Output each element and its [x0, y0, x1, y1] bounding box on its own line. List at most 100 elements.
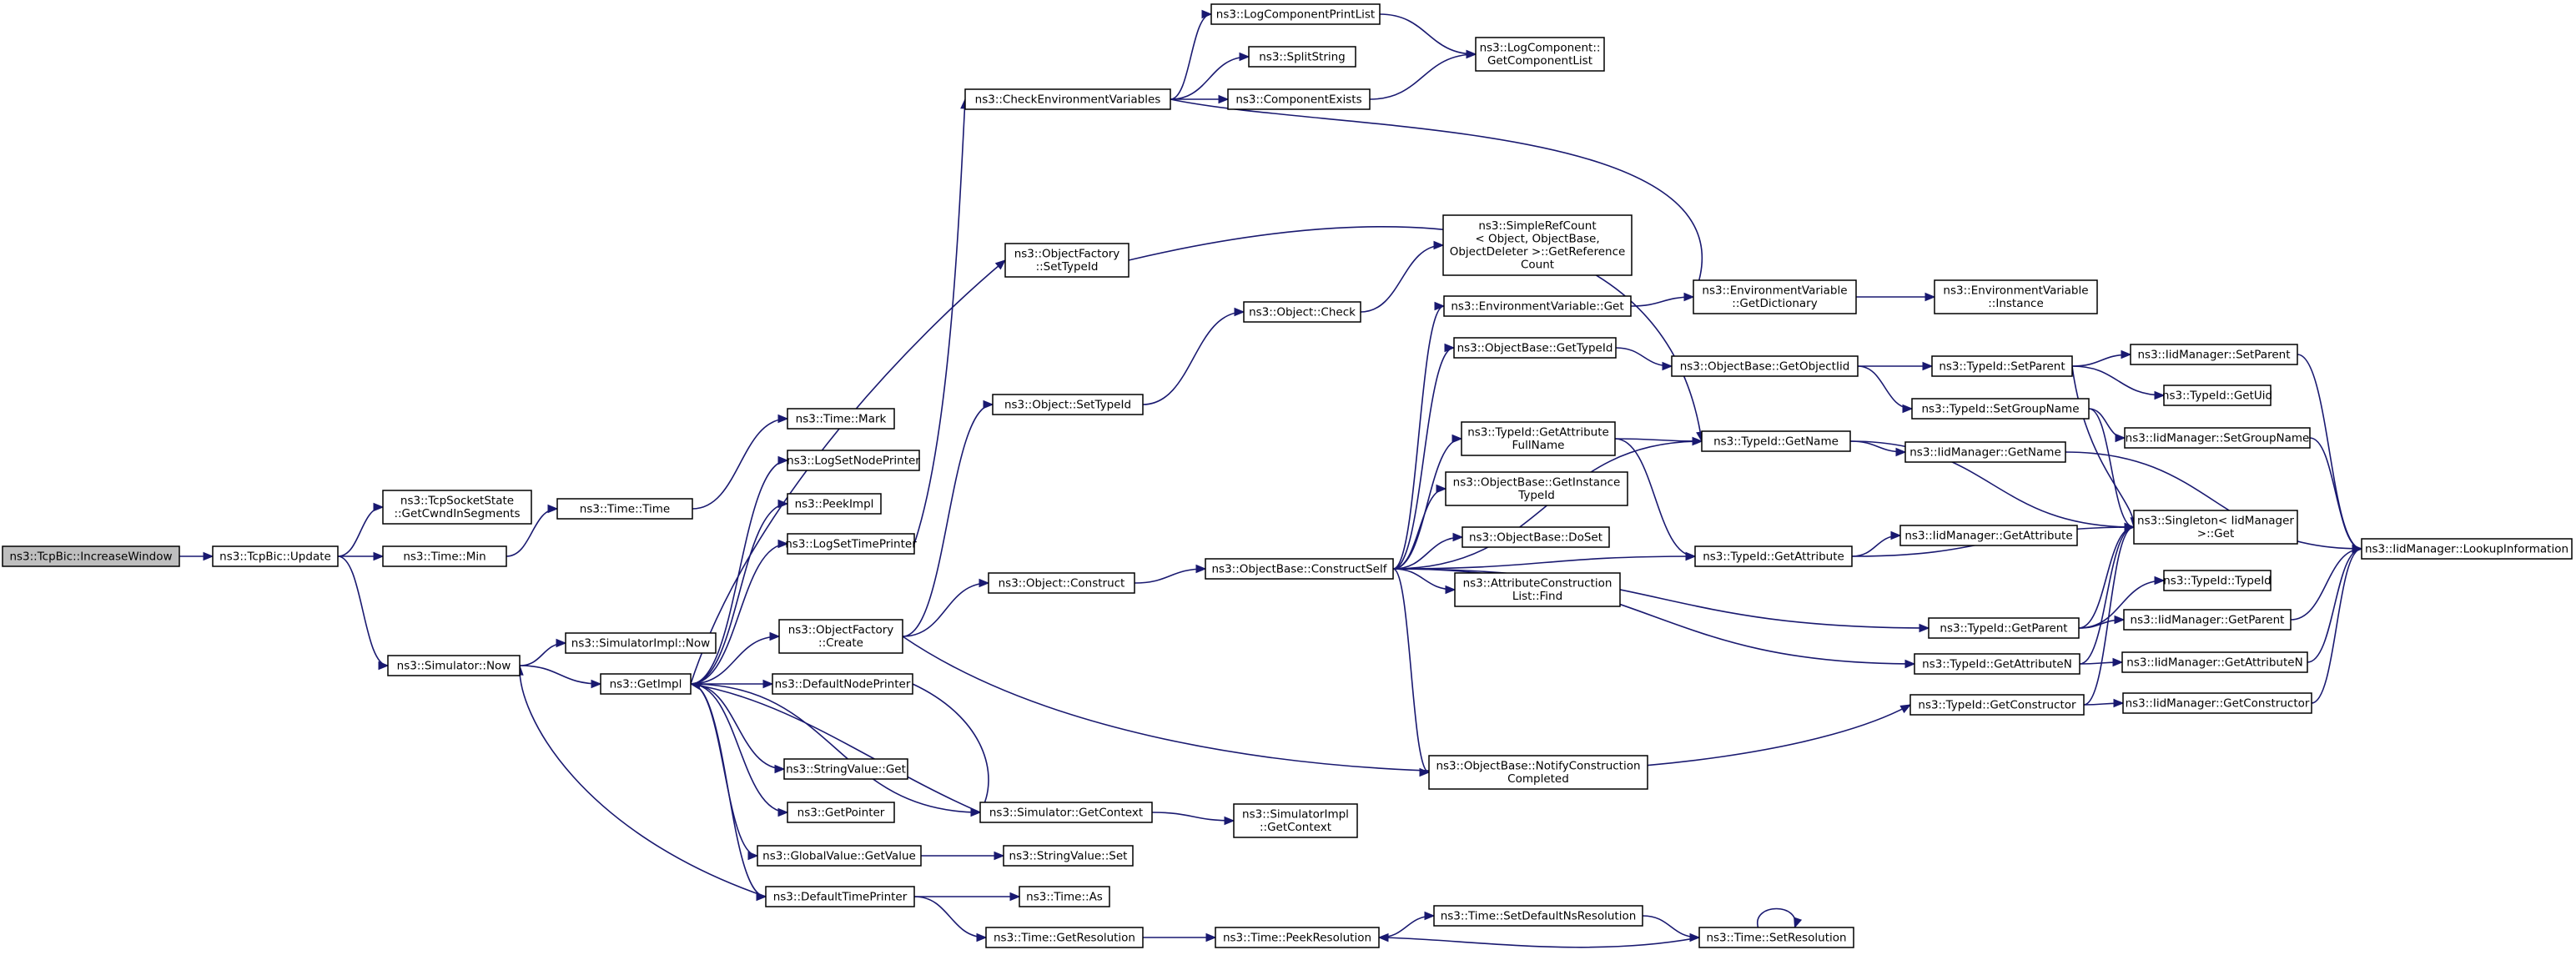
node-box[interactable] — [1248, 46, 1356, 68]
node-box[interactable] — [1215, 927, 1380, 948]
node-box[interactable] — [787, 408, 895, 430]
node-box[interactable] — [2122, 692, 2312, 714]
node-objectfactory-settypeid[interactable]: ns3::ObjectFactory::SetTypeId — [1004, 243, 1130, 278]
node-logsettimeprinter[interactable]: ns3::LogSetTimePrinter — [785, 533, 917, 555]
node-singleton-iidmanager-get[interactable]: ns3::Singleton< IidManager >::Get — [2133, 510, 2298, 545]
node-box[interactable] — [1461, 421, 1616, 456]
node-environmentvariable-get[interactable]: ns3::EnvironmentVariable::Get — [1443, 295, 1632, 317]
node-objectfactory-create[interactable]: ns3::ObjectFactory::Create — [778, 619, 903, 654]
node-simulatorimpl-now[interactable]: ns3::SimulatorImpl::Now — [565, 632, 717, 654]
node-box[interactable] — [787, 493, 882, 515]
node-environmentvariable-instance[interactable]: ns3::EnvironmentVariable::Instance — [1934, 279, 2098, 314]
node-environmentvariable-getdictionary[interactable]: ns3::EnvironmentVariable::GetDictionary — [1693, 279, 1857, 314]
node-box[interactable] — [565, 632, 717, 654]
node-getpointer[interactable]: ns3::GetPointer — [787, 802, 895, 823]
node-box[interactable] — [1442, 214, 1633, 276]
node-box[interactable] — [1210, 3, 1381, 25]
node-time-min[interactable]: ns3::Time::Min — [382, 545, 507, 567]
node-object-check[interactable]: ns3::Object::Check — [1243, 301, 1361, 323]
node-box[interactable] — [1233, 803, 1358, 838]
node-object-construct[interactable]: ns3::Object::Construct — [988, 572, 1135, 594]
node-iidmanager-setparent[interactable]: ns3::IidManager::SetParent — [2130, 344, 2298, 365]
node-box[interactable] — [1909, 694, 2085, 716]
node-box[interactable] — [1454, 572, 1621, 607]
node-simplerefcount-getreferencecount[interactable]: ns3::SimpleRefCount< Object, ObjectBase,… — [1442, 214, 1633, 276]
node-box[interactable] — [1904, 441, 2066, 463]
node-logcomponent-getcomponentlist[interactable]: ns3::LogComponent::GetComponentList — [1475, 37, 1605, 72]
node-box[interactable] — [1003, 845, 1134, 867]
node-box[interactable] — [1928, 617, 2080, 639]
node-globalvalue-getvalue[interactable]: ns3::GlobalValue::GetValue — [757, 845, 922, 867]
node-box[interactable] — [1694, 545, 1853, 567]
node-box[interactable] — [382, 545, 507, 567]
node-box[interactable] — [2, 545, 180, 567]
node-typeid-setparent[interactable]: ns3::TypeId::SetParent — [1931, 355, 2073, 377]
node-box[interactable] — [1453, 337, 1617, 359]
node-box[interactable] — [1701, 430, 1851, 452]
node-box[interactable] — [1899, 525, 2078, 546]
node-iidmanager-getname[interactable]: ns3::IidManager::GetName — [1904, 441, 2066, 463]
node-box[interactable] — [2163, 385, 2272, 406]
node-splitstring[interactable]: ns3::SplitString — [1248, 46, 1356, 68]
node-objectbase-gettypeid[interactable]: ns3::ObjectBase::GetTypeId — [1453, 337, 1617, 359]
node-time-setdefaultnsresolution[interactable]: ns3::Time::SetDefaultNsResolution — [1433, 905, 1643, 927]
node-objectbase-getobjectiid[interactable]: ns3::ObjectBase::GetObjectIid — [1671, 355, 1859, 377]
node-typeid-getattributen[interactable]: ns3::TypeId::GetAttributeN — [1914, 653, 2080, 675]
node-box[interactable] — [1462, 526, 1610, 548]
node-box[interactable] — [556, 498, 693, 520]
node-simulator-getcontext[interactable]: ns3::Simulator::GetContext — [979, 802, 1153, 823]
node-componentexists[interactable]: ns3::ComponentExists — [1227, 88, 1371, 110]
node-defaultnodeprinter[interactable]: ns3::DefaultNodePrinter — [772, 673, 913, 695]
node-box[interactable] — [382, 490, 532, 525]
node-box[interactable] — [1205, 558, 1394, 580]
node-typeid-getuid[interactable]: ns3::TypeId::GetUid — [2162, 385, 2272, 406]
node-box[interactable] — [1934, 279, 2098, 314]
node-typeid-getattribute[interactable]: ns3::TypeId::GetAttribute — [1694, 545, 1853, 567]
node-getimpl[interactable]: ns3::GetImpl — [600, 673, 692, 695]
node-iidmanager-getattribute[interactable]: ns3::IidManager::GetAttribute — [1899, 525, 2078, 546]
node-typeid-getconstructor[interactable]: ns3::TypeId::GetConstructor — [1909, 694, 2085, 716]
node-typeid-getname[interactable]: ns3::TypeId::GetName — [1701, 430, 1851, 452]
node-typeid-setgroupname[interactable]: ns3::TypeId::SetGroupName — [1911, 398, 2090, 420]
node-box[interactable] — [772, 673, 913, 695]
node-box[interactable] — [1671, 355, 1859, 377]
node-box[interactable] — [1004, 243, 1130, 278]
node-iidmanager-getattributen[interactable]: ns3::IidManager::GetAttributeN — [2121, 651, 2308, 673]
node-time-peekresolution[interactable]: ns3::Time::PeekResolution — [1215, 927, 1380, 948]
node-box[interactable] — [2361, 538, 2573, 560]
node-objectbase-notifyconstructioncompleted[interactable]: ns3::ObjectBase::NotifyConstructionCompl… — [1428, 755, 1648, 790]
node-box[interactable] — [1475, 37, 1605, 72]
node-box[interactable] — [783, 758, 908, 780]
node-box[interactable] — [1698, 927, 1854, 948]
node-objectbase-constructself[interactable]: ns3::ObjectBase::ConstructSelf — [1205, 558, 1394, 580]
node-box[interactable] — [964, 88, 1171, 110]
node-box[interactable] — [1693, 279, 1857, 314]
node-box[interactable] — [992, 394, 1144, 415]
node-box[interactable] — [600, 673, 692, 695]
node-checkenvironmentvariables[interactable]: ns3::CheckEnvironmentVariables — [964, 88, 1171, 110]
node-box[interactable] — [985, 927, 1144, 948]
node-box[interactable] — [765, 886, 915, 907]
node-stringvalue-get[interactable]: ns3::StringValue::Get — [783, 758, 908, 780]
node-box[interactable] — [1433, 905, 1643, 927]
node-time-getresolution[interactable]: ns3::Time::GetResolution — [985, 927, 1144, 948]
node-box[interactable] — [787, 450, 920, 471]
node-defaulttimeprinter[interactable]: ns3::DefaultTimePrinter — [765, 886, 915, 907]
node-box[interactable] — [1243, 301, 1361, 323]
node-box[interactable] — [1445, 471, 1628, 506]
node-typeid-getparent[interactable]: ns3::TypeId::GetParent — [1928, 617, 2080, 639]
node-box[interactable] — [1914, 653, 2080, 675]
node-simulator-now[interactable]: ns3::Simulator::Now — [387, 655, 521, 676]
node-box[interactable] — [2121, 651, 2308, 673]
node-box[interactable] — [2163, 570, 2272, 591]
node-box[interactable] — [1443, 295, 1632, 317]
node-box[interactable] — [1931, 355, 2073, 377]
node-increase-window[interactable]: ns3::TcpBic::IncreaseWindow — [2, 545, 180, 567]
node-box[interactable] — [988, 572, 1135, 594]
node-box[interactable] — [212, 545, 339, 567]
node-box[interactable] — [2124, 427, 2311, 449]
node-typeid-typeid[interactable]: ns3::TypeId::TypeId — [2163, 570, 2272, 591]
